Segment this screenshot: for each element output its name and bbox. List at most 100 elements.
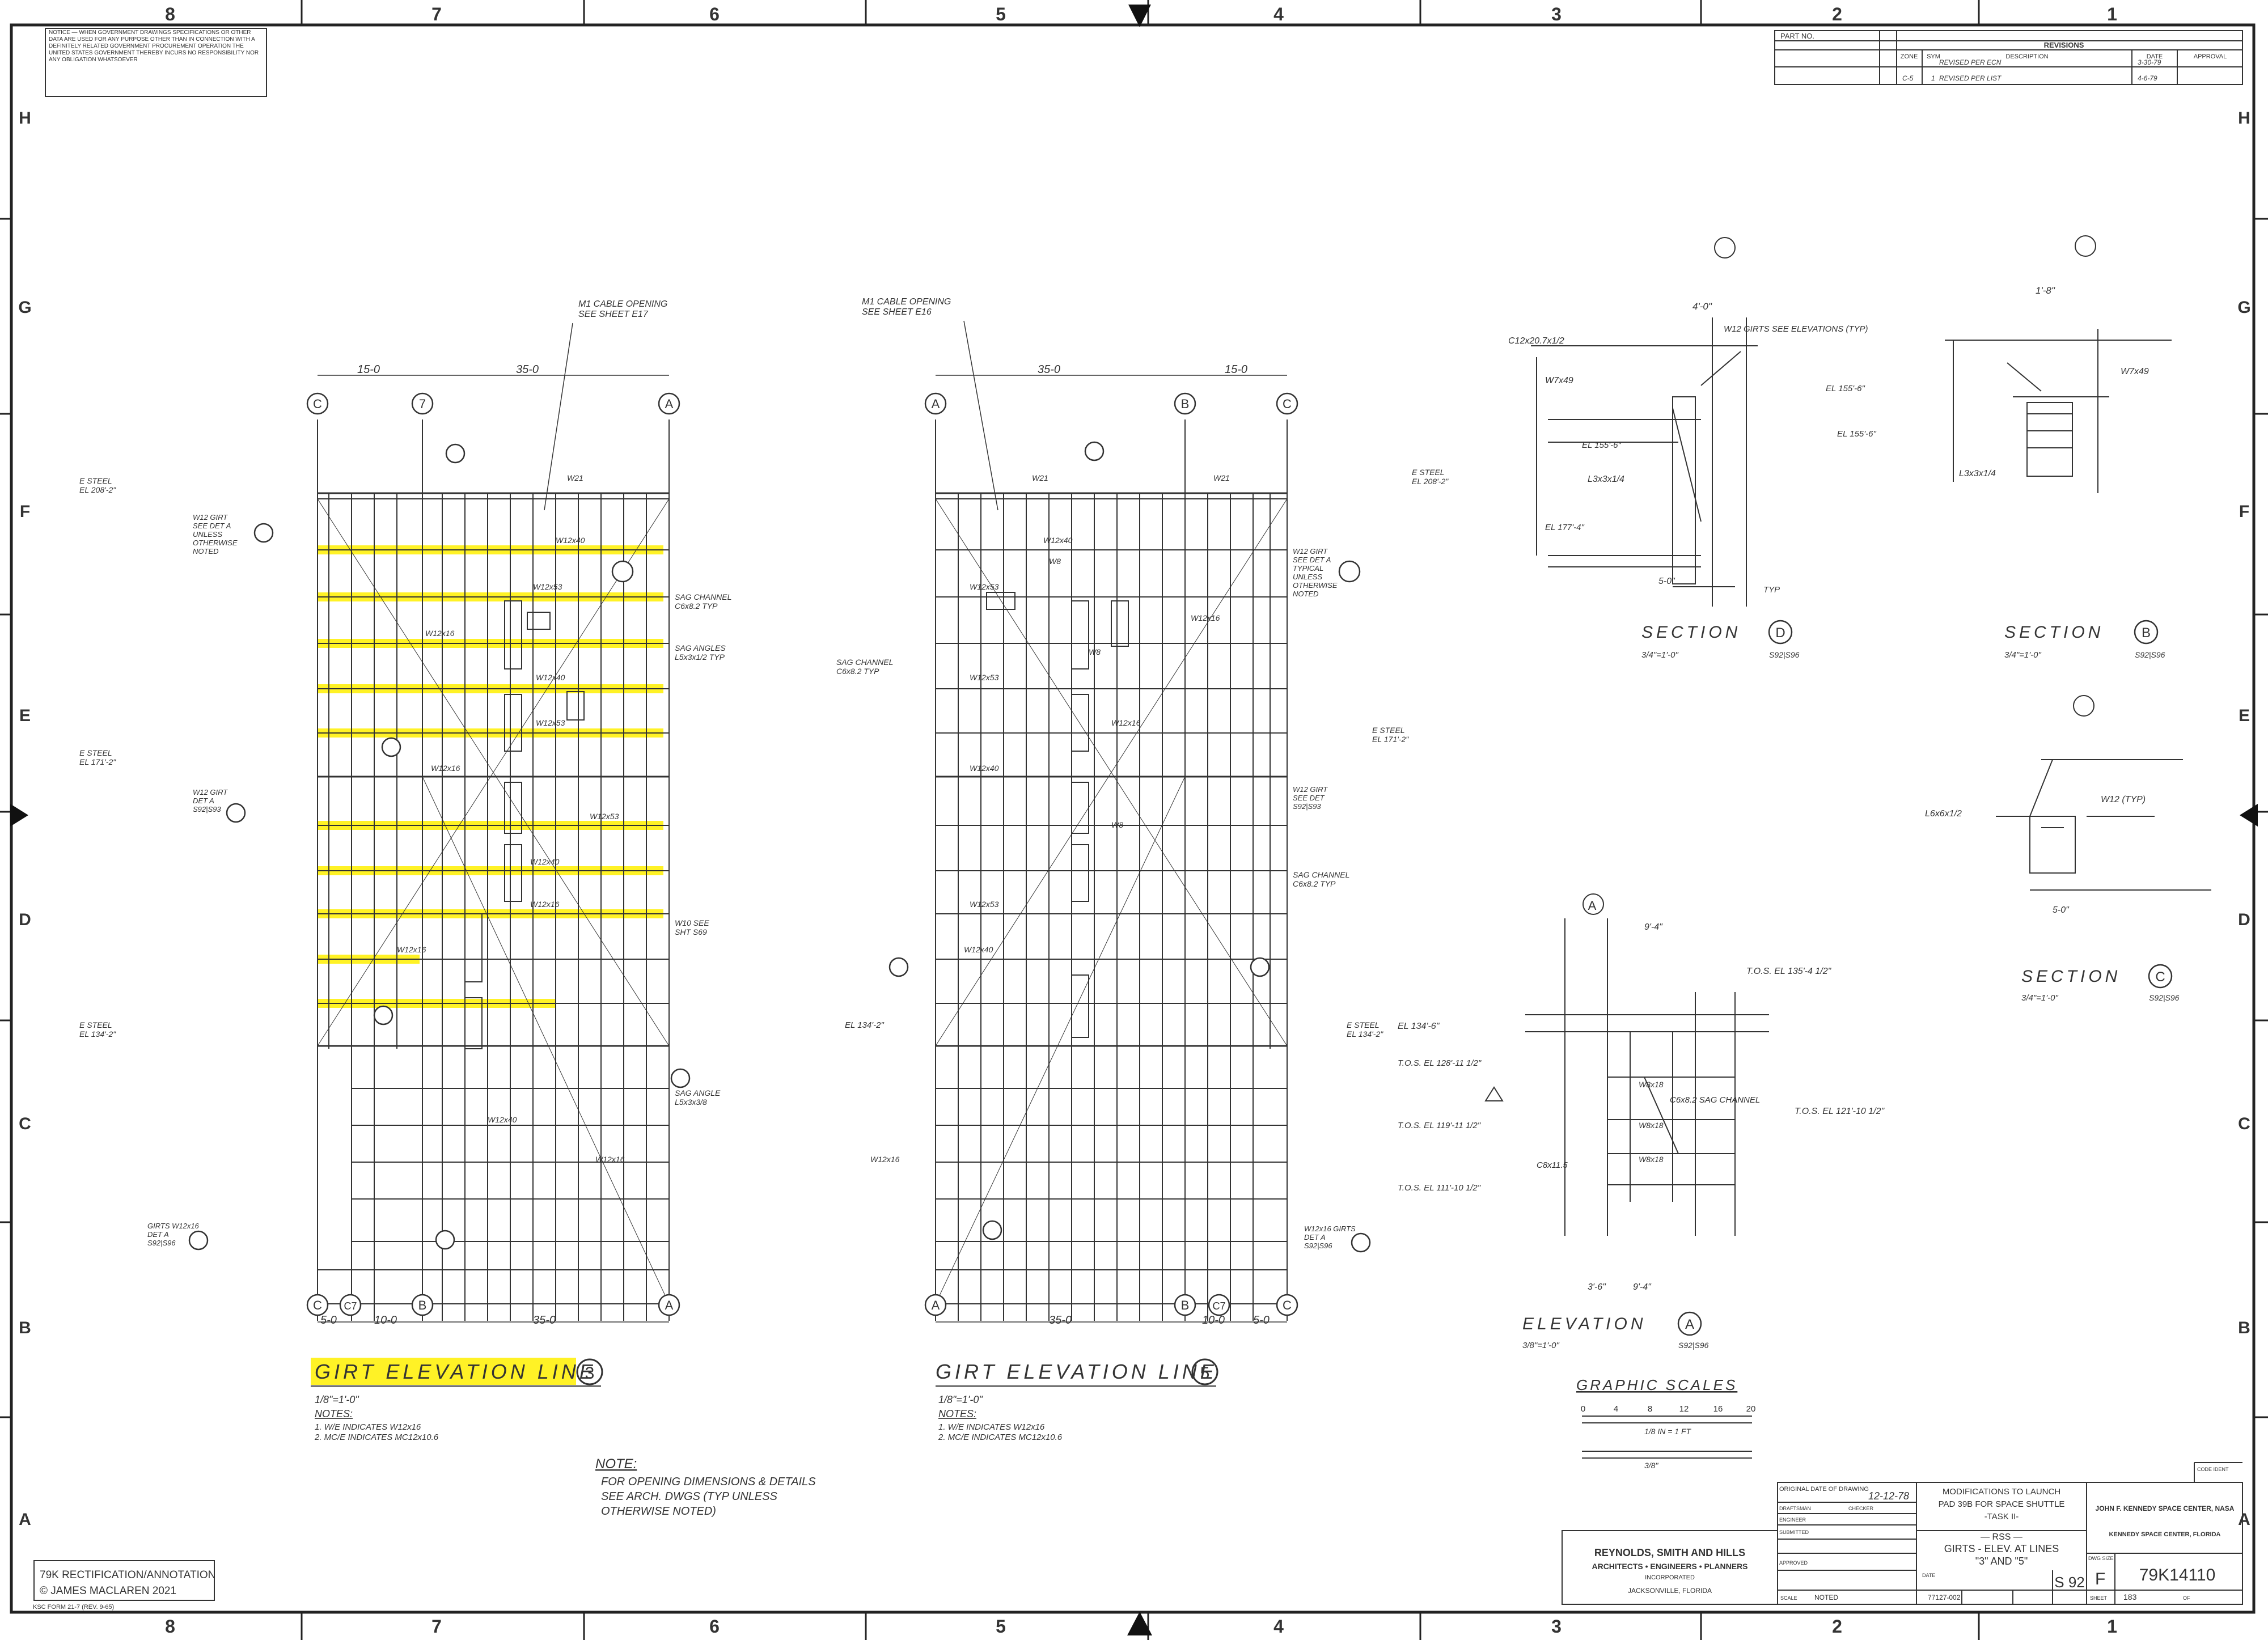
svg-text:EL 155'-6": EL 155'-6" xyxy=(1826,384,1865,393)
svg-text:INCORPORATED: INCORPORATED xyxy=(1645,1574,1695,1581)
svg-text:SEE ARCH. DWGS (TYP UNLESS: SEE ARCH. DWGS (TYP UNLESS xyxy=(601,1490,777,1503)
girt-elevation-line-3: C 7 A C C7 B A 15-0 35-0 5-0 10-0 35-0 W… xyxy=(79,299,732,1442)
elev5-title: GIRT ELEVATION LINE 5 1/8"=1'-0" NOTES: … xyxy=(936,1358,1218,1442)
svg-text:A: A xyxy=(932,1298,940,1312)
elev3-dimensions: 15-0 35-0 5-0 10-0 35-0 xyxy=(318,363,669,1327)
svg-text:W7x49: W7x49 xyxy=(1545,376,1573,385)
svg-text:15-0: 15-0 xyxy=(357,363,380,376)
elev3-grid-bubbles xyxy=(188,392,691,1316)
callout-text: W12 GIRT DET A S92|S93 xyxy=(193,788,228,813)
svg-text:C: C xyxy=(19,1114,31,1133)
section-b: 1'-8" EL 155'-6" EL 155'-6" W7x49 L3x3x1… xyxy=(1826,235,2172,660)
elev5-grid-bubbles xyxy=(888,392,1371,1316)
zone-col-label: 5 xyxy=(996,1616,1006,1637)
zone-col-label: 7 xyxy=(431,4,442,24)
svg-text:3/8"=1'-0": 3/8"=1'-0" xyxy=(1522,1341,1559,1350)
svg-text:7: 7 xyxy=(419,397,426,411)
svg-text:S92|S96: S92|S96 xyxy=(2149,993,2180,1002)
zone-labels-left: H G F E D C B A xyxy=(18,109,31,1529)
svg-text:W12x53: W12x53 xyxy=(970,673,999,682)
callout-text: E STEEL EL 208'-2" xyxy=(79,476,116,494)
svg-text:183: 183 xyxy=(2123,1592,2137,1601)
svg-text:W12x16: W12x16 xyxy=(530,900,560,909)
svg-text:E: E xyxy=(2239,706,2250,725)
elev3-member-labels: W21 W12x40 W12x53 W12x16 W12x40 W12x53 W… xyxy=(397,473,625,1164)
svg-text:S92|S96: S92|S96 xyxy=(1678,1341,1709,1350)
svg-text:3/4"=1'-0": 3/4"=1'-0" xyxy=(2021,993,2058,1003)
zone-col-label: 7 xyxy=(431,1616,442,1637)
elev5-title-num: 5 xyxy=(1200,1364,1210,1383)
elev3-title-num: 3 xyxy=(585,1364,595,1383)
svg-text:REVISED PER LIST: REVISED PER LIST xyxy=(1939,74,2002,82)
svg-text:SECTION: SECTION xyxy=(1641,623,1741,642)
form-number: KSC FORM 21-7 (REV. 9-65) xyxy=(33,1604,114,1611)
svg-text:APPROVED: APPROVED xyxy=(1779,1560,1808,1566)
svg-text:E: E xyxy=(19,706,31,725)
elev5-member-labels: W21 W21 W12x40 W8 W12x53 W12x16 W8 W12x5… xyxy=(870,473,1230,1164)
svg-text:APPROVAL: APPROVAL xyxy=(2194,53,2227,60)
elevation-a: A 9'-4" 3'-6" 9'-4" T.O.S. EL 135'-4 1/2… xyxy=(1398,893,1885,1350)
svg-text:1'-8": 1'-8" xyxy=(2036,285,2055,296)
svg-text:A: A xyxy=(1685,1317,1694,1332)
svg-text:W12x53: W12x53 xyxy=(533,582,562,591)
title-block xyxy=(1562,1462,2243,1605)
zone-labels-top: 8 7 6 5 4 3 2 1 xyxy=(165,4,2117,24)
callout-text: SAG CHANNEL C6x8.2 TYP xyxy=(836,658,894,676)
svg-text:C: C xyxy=(313,397,322,411)
svg-text:NOTES:: NOTES: xyxy=(938,1408,976,1419)
svg-text:2. MC/E INDICATES MC12x10.6: 2. MC/E INDICATES MC12x10.6 xyxy=(314,1433,439,1442)
svg-text:GRAPHIC SCALES: GRAPHIC SCALES xyxy=(1576,1376,1737,1393)
zone-col-label: 4 xyxy=(1273,1616,1284,1637)
svg-text:77127-002: 77127-002 xyxy=(1928,1594,1961,1601)
svg-text:W8: W8 xyxy=(1049,557,1061,566)
svg-text:C: C xyxy=(313,1298,322,1312)
elev5-callouts: E STEEL EL 208'-2" W12 GIRT SEE DET A TY… xyxy=(836,297,1448,1250)
svg-text:W7x49: W7x49 xyxy=(2121,367,2149,376)
girt-elevation-line-5: A B C A B C7 C 35-0 15-0 35-0 10-0 5-0 W… xyxy=(836,297,1448,1442)
svg-text:W12x40: W12x40 xyxy=(536,673,565,682)
svg-text:W12x53: W12x53 xyxy=(536,718,565,727)
callout-text: SAG CHANNEL C6x8.2 TYP xyxy=(675,592,732,611)
svg-text:DATE: DATE xyxy=(2147,53,2163,60)
svg-text:W12x16: W12x16 xyxy=(397,945,426,954)
svg-text:W12x16: W12x16 xyxy=(1111,718,1141,727)
svg-text:JOHN F. KENNEDY SPACE CENTER,: JOHN F. KENNEDY SPACE CENTER, NASA xyxy=(2096,1505,2235,1512)
callout-text: W10 SEE SHT S69 xyxy=(675,918,709,936)
svg-text:T.O.S. EL 135'-4 1/2": T.O.S. EL 135'-4 1/2" xyxy=(1746,967,1832,976)
svg-text:EL 134'-6": EL 134'-6" xyxy=(1398,1022,1440,1031)
svg-text:F: F xyxy=(2239,502,2249,521)
zone-labels-right: H G F E D C B A xyxy=(2237,109,2250,1529)
svg-text:ELEVATION: ELEVATION xyxy=(1522,1315,1647,1333)
svg-text:— RSS —: — RSS — xyxy=(1981,1532,2022,1542)
svg-text:35-0: 35-0 xyxy=(1038,363,1060,376)
callout-text: W12x16 GIRTS DET A S92|S96 xyxy=(1304,1224,1356,1250)
svg-text:CODE IDENT: CODE IDENT xyxy=(2197,1467,2229,1472)
svg-text:© JAMES MACLAREN 2021: © JAMES MACLAREN 2021 xyxy=(40,1585,176,1597)
svg-text:W12x40: W12x40 xyxy=(530,857,560,866)
svg-text:A: A xyxy=(665,1298,674,1312)
callout-text: SAG ANGLE L5x3x3/8 xyxy=(675,1088,721,1107)
svg-text:79K14110: 79K14110 xyxy=(2139,1566,2216,1584)
svg-text:H: H xyxy=(2238,109,2250,128)
svg-text:W8: W8 xyxy=(1111,820,1123,829)
svg-text:DATE: DATE xyxy=(1922,1573,1935,1578)
svg-text:D: D xyxy=(2238,910,2250,929)
svg-text:DRAFTSMAN: DRAFTSMAN xyxy=(1779,1506,1811,1511)
svg-text:C7: C7 xyxy=(344,1300,357,1312)
revisions-block xyxy=(1774,30,2243,85)
svg-text:OF: OF xyxy=(2183,1595,2190,1601)
rectification-stamp: 79K RECTIFICATION/ANNOTATION © JAMES MAC… xyxy=(33,1560,215,1601)
svg-text:4-6-79: 4-6-79 xyxy=(2138,74,2157,82)
svg-text:SYM: SYM xyxy=(1927,53,1940,60)
svg-text:C: C xyxy=(1283,397,1292,411)
svg-text:1. W/E INDICATES W12x16: 1. W/E INDICATES W12x16 xyxy=(315,1422,421,1432)
elev5-title-text: GIRT ELEVATION LINE xyxy=(936,1360,1217,1383)
svg-text:10-0: 10-0 xyxy=(374,1314,397,1327)
svg-text:F: F xyxy=(20,502,30,521)
zone-col-label: 1 xyxy=(2107,4,2117,24)
svg-text:T.O.S. EL 119'-11 1/2": T.O.S. EL 119'-11 1/2" xyxy=(1398,1121,1481,1130)
svg-text:35-0: 35-0 xyxy=(533,1314,556,1327)
svg-text:PAD 39B FOR SPACE SHUTTLE: PAD 39B FOR SPACE SHUTTLE xyxy=(1939,1499,2065,1509)
svg-text:A: A xyxy=(1588,899,1597,913)
svg-text:B: B xyxy=(1181,1298,1190,1312)
